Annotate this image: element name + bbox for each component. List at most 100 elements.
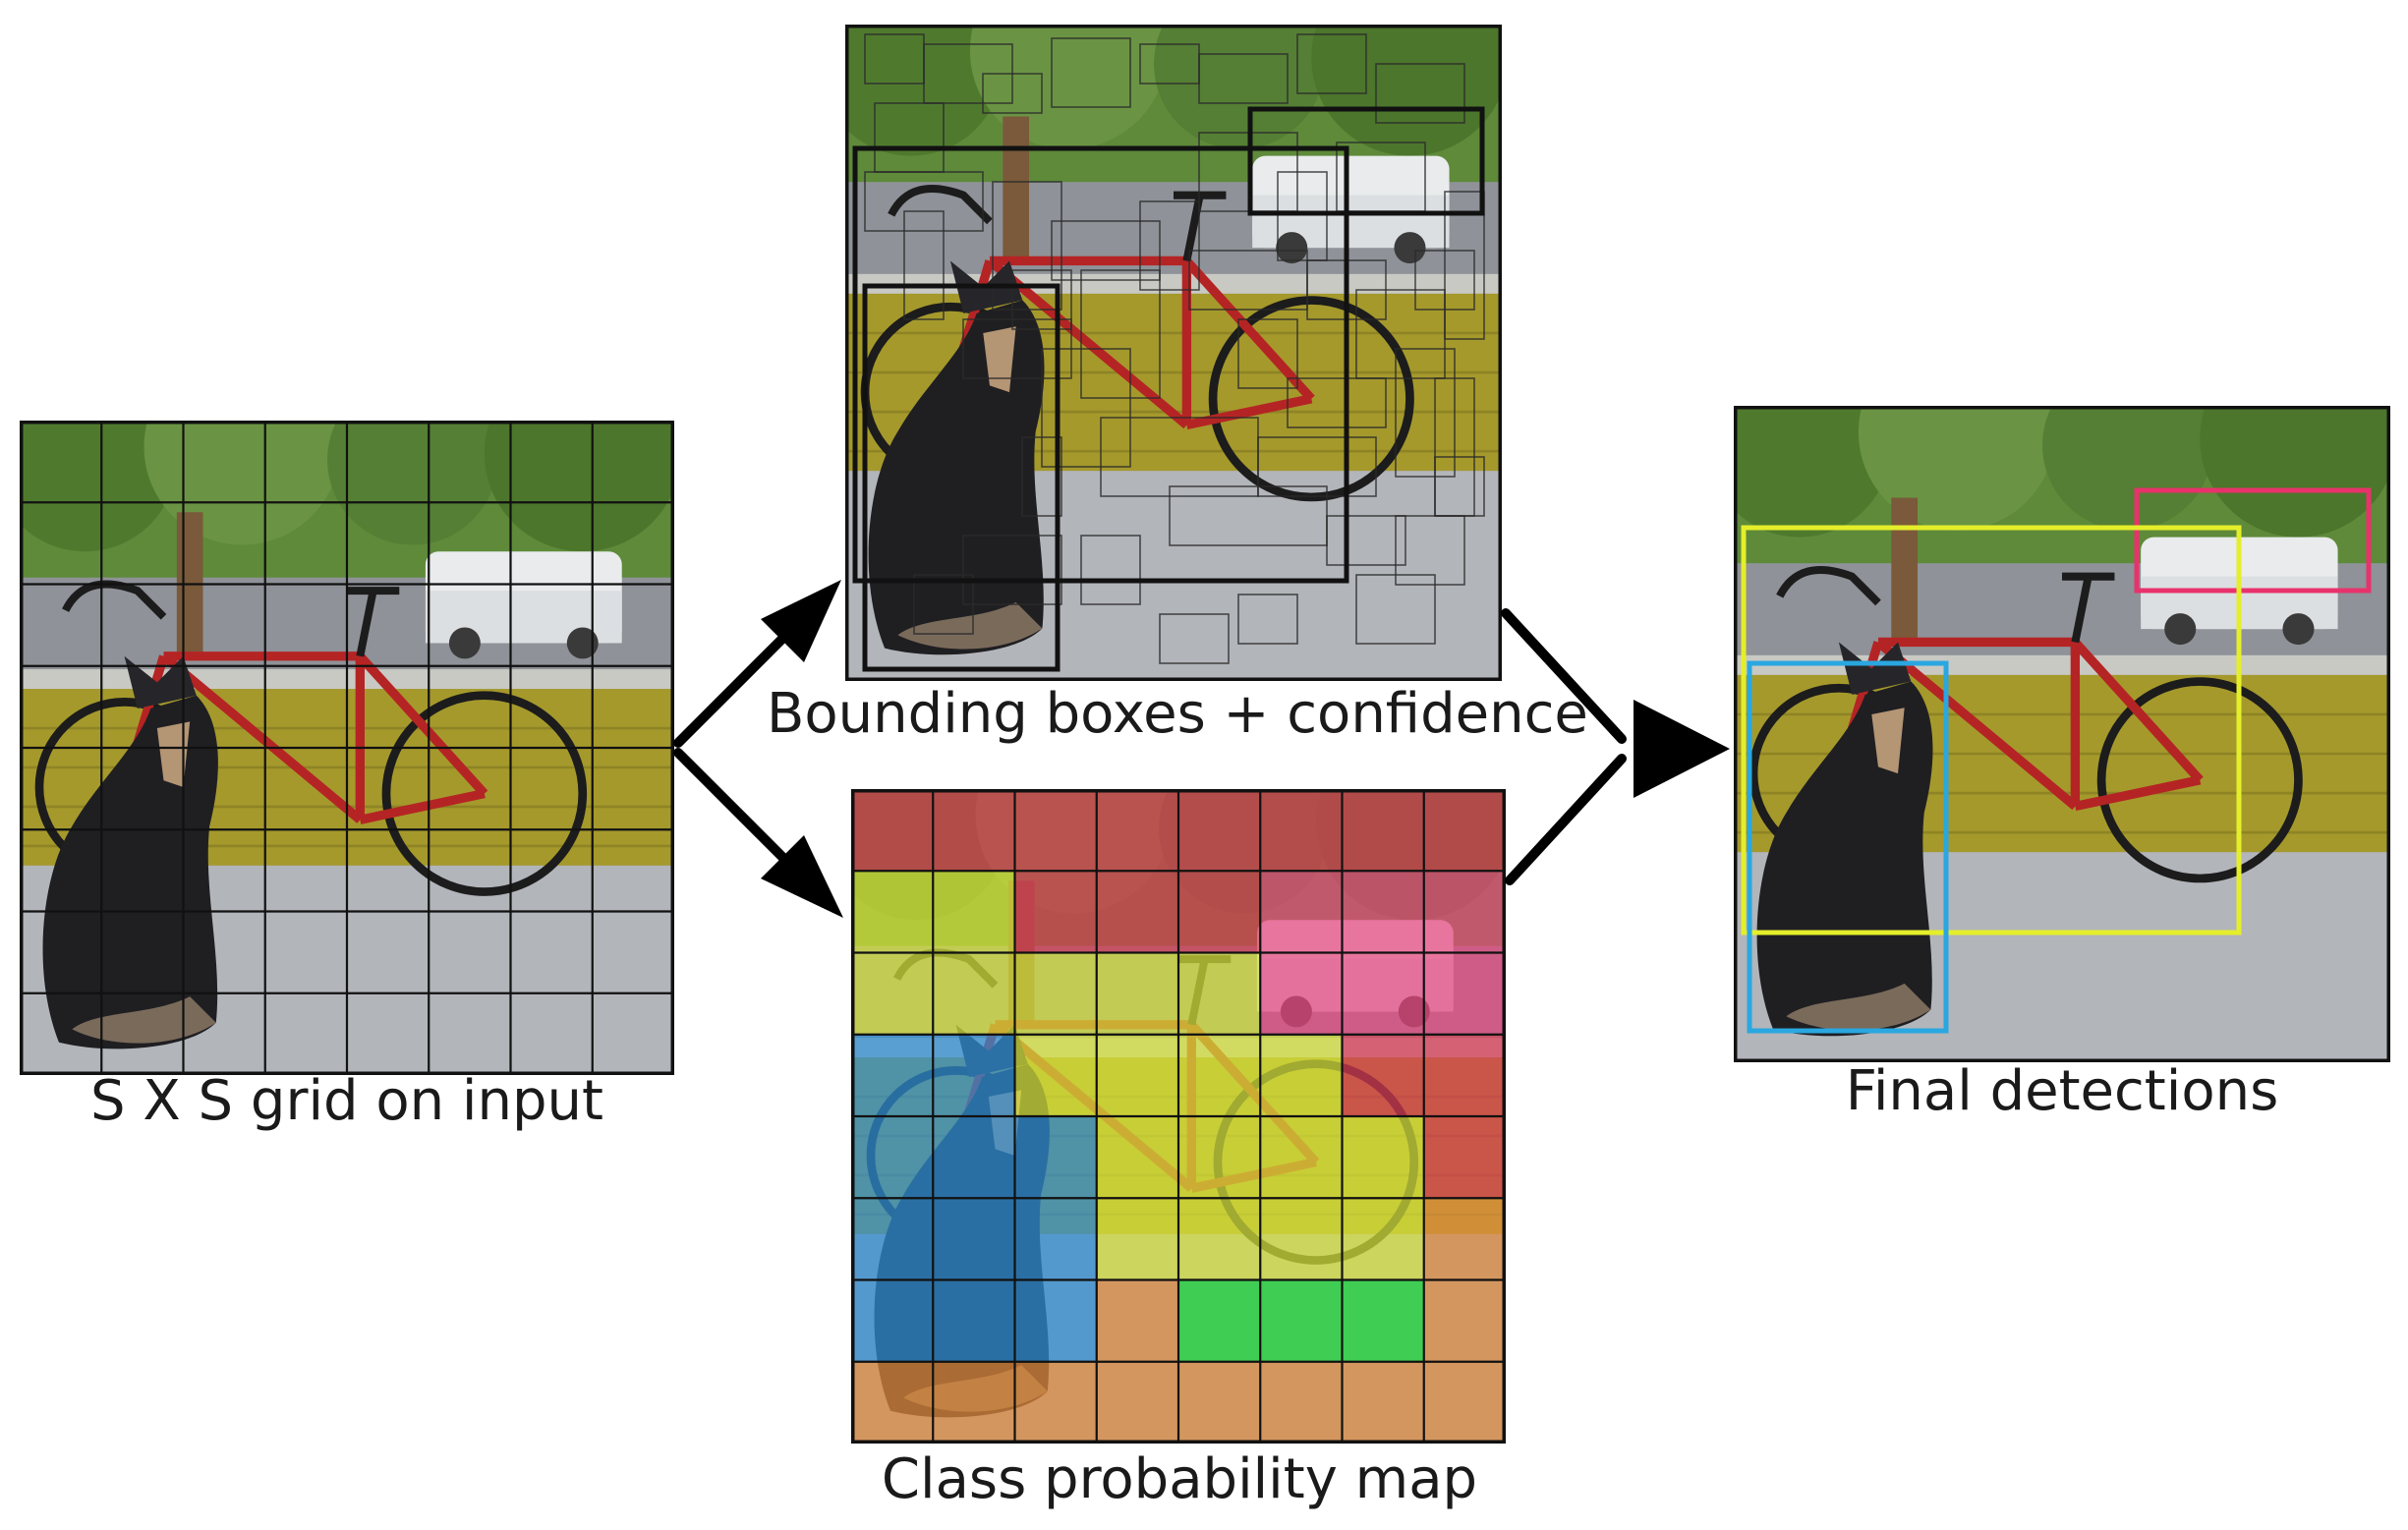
class-cell <box>1096 1361 1178 1444</box>
class-cell <box>851 1116 934 1199</box>
candidate-box <box>1395 348 1456 478</box>
class-cell <box>1014 1361 1097 1444</box>
class-map-panel <box>851 789 1506 1444</box>
bounding-boxes-panel <box>845 25 1502 681</box>
classmap-caption: Class probability map <box>881 1447 1478 1511</box>
candidate-box <box>874 102 945 173</box>
detection-box-dog <box>1747 660 1949 1034</box>
class-cell <box>933 1116 1015 1199</box>
candidate-box <box>1257 436 1377 497</box>
candidate-box <box>1080 269 1161 399</box>
candidate-box <box>1237 594 1298 645</box>
grid-input-image <box>20 421 674 1075</box>
candidate-box <box>1011 269 1072 330</box>
class-cell <box>851 789 934 872</box>
candidate-box <box>1395 515 1465 586</box>
class-cell <box>1014 952 1097 1035</box>
class-cell <box>1260 1361 1343 1444</box>
arrow-to-boxes <box>761 580 841 662</box>
candidate-box <box>1287 377 1387 428</box>
class-cell <box>1342 1034 1424 1116</box>
class-cell <box>1096 1034 1178 1116</box>
class-cell <box>1342 1116 1424 1199</box>
class-cell <box>933 1361 1015 1444</box>
confident-box <box>862 283 1061 672</box>
candidate-box <box>1198 53 1289 104</box>
class-cell <box>1423 1116 1506 1199</box>
class-cell <box>1342 1198 1424 1280</box>
class-cell <box>1096 789 1178 872</box>
class-cell <box>1423 1198 1506 1280</box>
candidate-box <box>903 210 945 320</box>
class-cell <box>1342 871 1424 953</box>
class-cell <box>1260 1116 1343 1199</box>
class-cell <box>933 1034 1015 1116</box>
class-cell <box>1178 1361 1261 1444</box>
class-cell <box>1014 1116 1097 1199</box>
class-cell <box>1260 789 1343 872</box>
final-caption: Final detections <box>1845 1059 2279 1123</box>
class-cell <box>1014 1198 1097 1280</box>
candidate-box <box>1434 456 1485 517</box>
candidate-box <box>913 574 974 635</box>
candidate-box <box>1080 535 1141 605</box>
confident-box <box>852 145 1349 584</box>
class-cell <box>1096 1279 1178 1362</box>
class-cell <box>851 871 934 953</box>
final-detections-image <box>1734 406 2390 1062</box>
candidate-box <box>1414 250 1475 311</box>
candidate-box <box>1051 37 1131 108</box>
class-cell <box>933 1279 1015 1362</box>
class-cell <box>1178 1279 1261 1362</box>
class-cell <box>1178 1198 1261 1280</box>
class-cell <box>1096 952 1178 1035</box>
class-cell <box>1342 1361 1424 1444</box>
candidate-box <box>1296 33 1367 94</box>
candidate-box <box>1139 200 1200 291</box>
class-cell <box>1178 789 1261 872</box>
class-cell <box>1178 871 1261 953</box>
class-cell <box>1260 1279 1343 1362</box>
bounding-boxes-image <box>845 25 1502 681</box>
class-map-image <box>851 789 1506 1444</box>
class-cell <box>1178 1116 1261 1199</box>
candidate-box <box>1041 348 1131 468</box>
class-cell <box>1423 1279 1506 1362</box>
candidate-box <box>1237 318 1298 389</box>
class-cell <box>1260 1034 1343 1116</box>
arrow-to-final <box>1634 700 1730 798</box>
detection-box-bicycle <box>1741 525 2242 935</box>
class-cell <box>1260 952 1343 1035</box>
class-cell <box>1014 1279 1097 1362</box>
class-cell <box>1423 1034 1506 1116</box>
grid-caption: S X S grid on input <box>90 1069 603 1133</box>
candidate-box <box>962 535 1062 605</box>
candidate-box <box>982 73 1043 114</box>
arrow-to-classmap <box>761 835 843 918</box>
candidate-box <box>992 181 1062 311</box>
candidate-box <box>1326 515 1406 566</box>
class-cell <box>1260 1198 1343 1280</box>
candidate-box <box>1277 171 1328 261</box>
final-detections-panel <box>1734 406 2390 1062</box>
grid-input-panel <box>20 421 674 1075</box>
class-cell <box>933 1198 1015 1280</box>
class-cell <box>1342 952 1424 1035</box>
candidate-box <box>1444 191 1485 340</box>
class-cell <box>851 1198 934 1280</box>
class-cell <box>933 952 1015 1035</box>
class-cell <box>851 952 934 1035</box>
candidate-box <box>1375 63 1465 124</box>
detection-box-car <box>2134 487 2372 594</box>
class-cell <box>851 1034 934 1116</box>
boxes-caption: Bounding boxes + confidence <box>767 682 1588 746</box>
class-cell <box>933 871 1015 953</box>
candidate-box <box>1159 613 1230 664</box>
class-cell <box>1014 1034 1097 1116</box>
class-cell <box>1014 789 1097 872</box>
class-cell <box>1096 1116 1178 1199</box>
class-cell <box>1423 952 1506 1035</box>
class-cell <box>851 1361 934 1444</box>
class-cell <box>1342 1279 1424 1362</box>
